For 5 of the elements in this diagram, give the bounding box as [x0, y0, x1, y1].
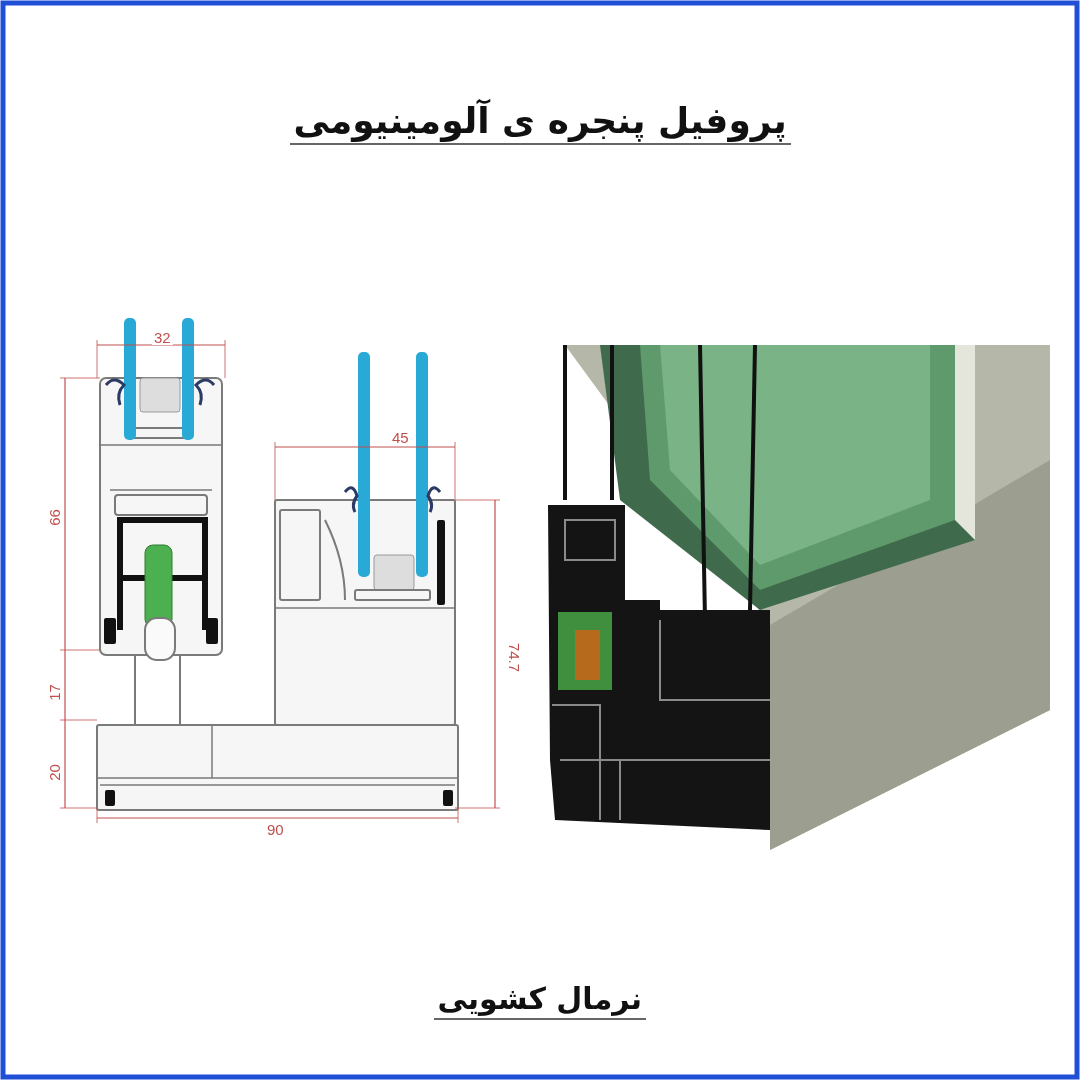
dimension-label: 32 [152, 330, 173, 345]
caption: نرمال کشویی [433, 980, 647, 1020]
title: پروفیل پنجره ی آلومینیومی [289, 99, 791, 145]
dimension-label: 90 [265, 822, 286, 837]
dimension-label: 45 [390, 430, 411, 445]
